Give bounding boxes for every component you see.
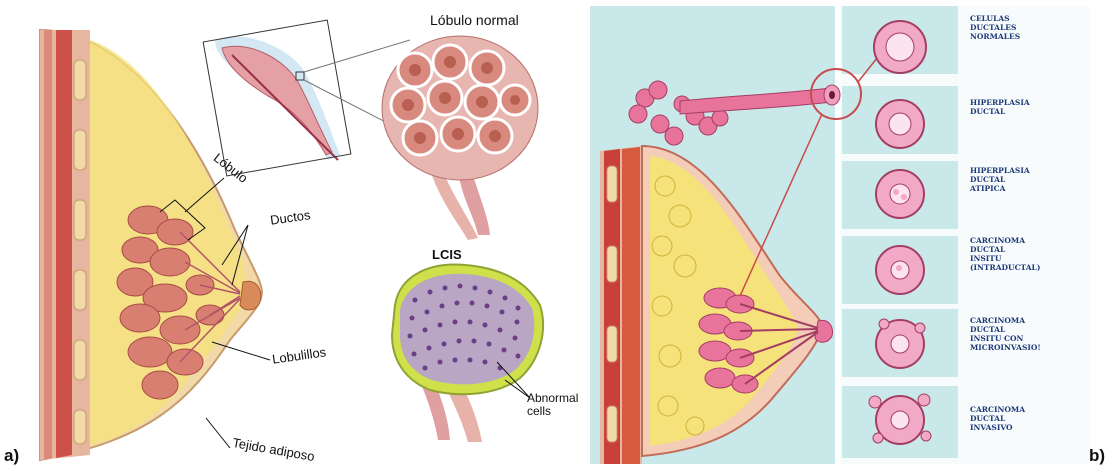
stage-cell-dcis (876, 246, 924, 294)
stage-label-microinvasion: CARCINOMA DUCTAL INSITU CON MICROINVASIO… (970, 316, 1041, 352)
stage-label-dcis: CARCINOMA DUCTAL INSITU (INTRADUCTAL) (970, 236, 1040, 272)
stage-label-invasive: CARCINOMA DUCTAL INVASIVO (970, 405, 1025, 432)
stage-cell-normal (874, 21, 926, 73)
label-lcis: LCIS (432, 247, 462, 262)
stage-label-hyperplasia: HIPERPLASIA DUCTAL (970, 98, 1030, 116)
label-lobulo-normal: Lóbulo normal (430, 12, 519, 28)
stage-label-atypical: HIPERPLASIA DUCTAL ATIPICA (970, 166, 1030, 193)
stage-cell-invasive (869, 394, 931, 444)
label-abnormal-cells: Abnormal cells (527, 392, 578, 418)
stage-cell-microinvasion (876, 319, 925, 368)
stage-label-normal: CELULAS DUCTALES NORMALES (970, 14, 1020, 41)
nipple (240, 281, 261, 310)
stage-cell-atypical (876, 170, 924, 218)
panel-a-letter: a) (4, 446, 19, 466)
normal-lobule-cluster (382, 36, 538, 240)
lcis-cluster (392, 265, 543, 442)
panel-b-letter: b) (1089, 446, 1105, 466)
stage-cell-hyperplasia (876, 100, 924, 148)
panel-a-illustration (0, 0, 600, 470)
